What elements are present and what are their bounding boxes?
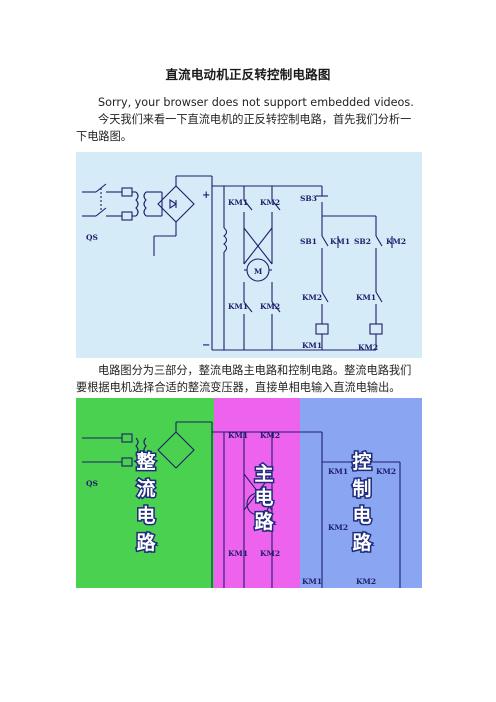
control-label-char: 控 [352, 450, 371, 473]
explanation-paragraph: 电路图分为三部分，整流电路主电路和控制电路。整流电路我们要根据电机选择合适的整流… [76, 364, 412, 394]
km2-hold-label: KM2 [386, 237, 406, 246]
km2-label-6: KM2 [356, 577, 376, 586]
control-label-char: 路 [352, 531, 372, 554]
intro-paragraph: 今天我们来看一下直流电机的正反转控制电路，首先我们分析一下电路图。 [76, 113, 412, 143]
rectifier-label-char: 整 [136, 450, 155, 473]
km1-label-3: KM1 [228, 549, 248, 558]
control-circuit-section [300, 398, 422, 588]
control-circuit-section-label: 控制电路 [351, 449, 374, 556]
km1-label-4: KM1 [328, 467, 348, 476]
minus-label: − [202, 340, 210, 351]
km1-interlock-label: KM1 [356, 293, 376, 302]
km2-interlock-label: KM2 [302, 293, 322, 302]
km1-hold-label: KM1 [330, 237, 350, 246]
km1-label-5: KM1 [302, 577, 322, 586]
km2-bottom-label: KM2 [260, 302, 280, 311]
section-diagram: QS KM1 KM2 KM1 KM2 KM1 KM2 KM2 KM1 KM2 整… [76, 398, 422, 588]
main-label-char: 主 [254, 463, 273, 485]
motor-label: M [254, 267, 262, 276]
rectifier-label-char: 流 [136, 477, 155, 500]
km2-label-3: KM2 [260, 549, 280, 558]
qs-label-2: QS [86, 479, 98, 488]
rectifier-label-char: 电 [136, 504, 155, 527]
circuit-diagram-figure: QS KM1 KM2 KM1 KM2 SB3 SB1 KM1 SB2 KM2 K… [76, 152, 422, 358]
sb3-label: SB3 [300, 194, 317, 203]
km1-bottom-label: KM1 [228, 302, 248, 311]
main-circuit-section-label: 主电路 [253, 462, 276, 535]
km2-top-label: KM2 [260, 198, 280, 207]
km2-label-4: KM2 [376, 467, 396, 476]
page-title: 直流电动机正反转控制电路图 [165, 67, 331, 82]
rectifier-label-char: 路 [136, 531, 156, 554]
control-label-char: 制 [352, 477, 371, 500]
section-diagram-figure: QS KM1 KM2 KM1 KM2 KM1 KM2 KM2 KM1 KM2 整… [76, 398, 422, 588]
qs-label: QS [86, 233, 98, 242]
km1-coil-label: KM1 [302, 341, 322, 350]
rectifier-section-label: 整流电路 [135, 449, 158, 556]
km2-label-5: KM2 [328, 523, 348, 532]
sb1-label: SB1 [300, 237, 317, 246]
sb2-label: SB2 [354, 237, 371, 246]
km1-top-label: KM1 [228, 198, 248, 207]
video-fallback-text: Sorry, your browser does not support emb… [98, 96, 414, 109]
km2-coil-label: KM2 [358, 343, 378, 352]
main-label-char: 路 [254, 510, 274, 533]
km2-label-2: KM2 [260, 431, 280, 440]
main-label-char: 电 [254, 486, 273, 509]
km1-label-2: KM1 [228, 431, 248, 440]
control-label-char: 电 [352, 504, 371, 527]
plus-label: + [202, 190, 210, 201]
circuit-diagram: QS KM1 KM2 KM1 KM2 SB3 SB1 KM1 SB2 KM2 K… [76, 152, 422, 358]
rectifier-section [76, 398, 214, 588]
